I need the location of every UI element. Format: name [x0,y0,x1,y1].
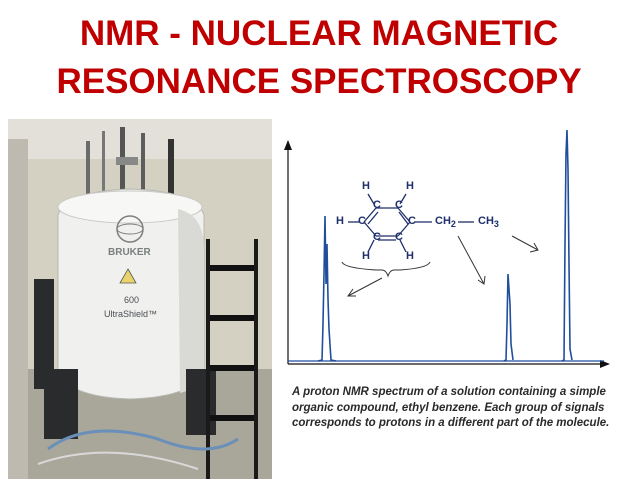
spectrum-caption: A proton NMR spectrum of a solution cont… [292,386,610,429]
slide-title: NMR - NUCLEAR MAGNETIC RESONANCE SPECTRO… [0,10,638,106]
ch2-subscript: 2 [450,219,456,230]
atom-c-5: C [373,231,381,243]
atom-c-2: C [395,199,403,211]
model-number: 600 [124,295,140,305]
atom-h-top-left: H [362,180,370,192]
atom-c-1: C [373,199,381,211]
title-line-1: NMR - NUCLEAR MAGNETIC [79,14,559,53]
atom-h-bottom-left: H [362,250,370,262]
atom-c-3: C [358,215,366,227]
atom-h-left: H [336,215,344,227]
model-name: UltraShield™ [104,309,158,319]
ch2-group-label: CH2 [435,215,456,229]
benzene-ring [348,193,474,253]
nmr-spectrum-figure: H H H H H C C C C C C CH2 CH3 [278,124,610,380]
x-axis-arrow [600,360,610,368]
ch3-group-label: CH3 [478,215,499,229]
spectrum-plot [284,129,610,368]
atom-c-6: C [395,231,403,243]
magnet-illustration [8,119,272,479]
y-axis-arrow [284,140,292,150]
ch3-text: CH [478,215,494,227]
peak-ch3 [561,129,573,362]
nmr-magnet-photo: BRUKER 600 UltraShield™ [8,119,272,479]
atom-c-4: C [408,215,416,227]
peak-aromatic [317,215,337,362]
peak-ch2 [503,273,514,362]
ch2-text: CH [435,215,451,227]
atom-h-bottom-right: H [406,250,414,262]
brand-label: BRUKER [108,247,151,258]
atom-h-top-right: H [406,180,414,192]
title-line-2: RESONANCE SPECTROSCOPY [56,62,582,101]
ch3-subscript: 3 [493,219,499,230]
